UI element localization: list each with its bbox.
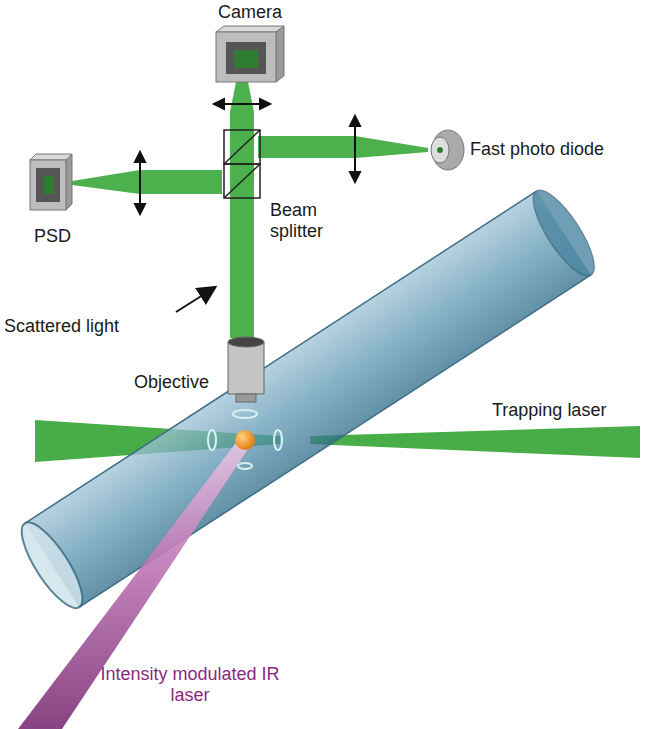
- psd-label: PSD: [34, 226, 71, 247]
- ir-laser-label: Intensity modulated IR laser: [100, 664, 280, 706]
- camera-label: Camera: [218, 2, 282, 23]
- trapping-laser-label: Trapping laser: [492, 400, 606, 421]
- photodiode-label: Fast photo diode: [470, 139, 604, 160]
- beam-splitter-label: Beam splitter: [270, 200, 340, 242]
- scattered-light-label: Scattered light: [4, 316, 119, 337]
- objective-label: Objective: [134, 372, 209, 393]
